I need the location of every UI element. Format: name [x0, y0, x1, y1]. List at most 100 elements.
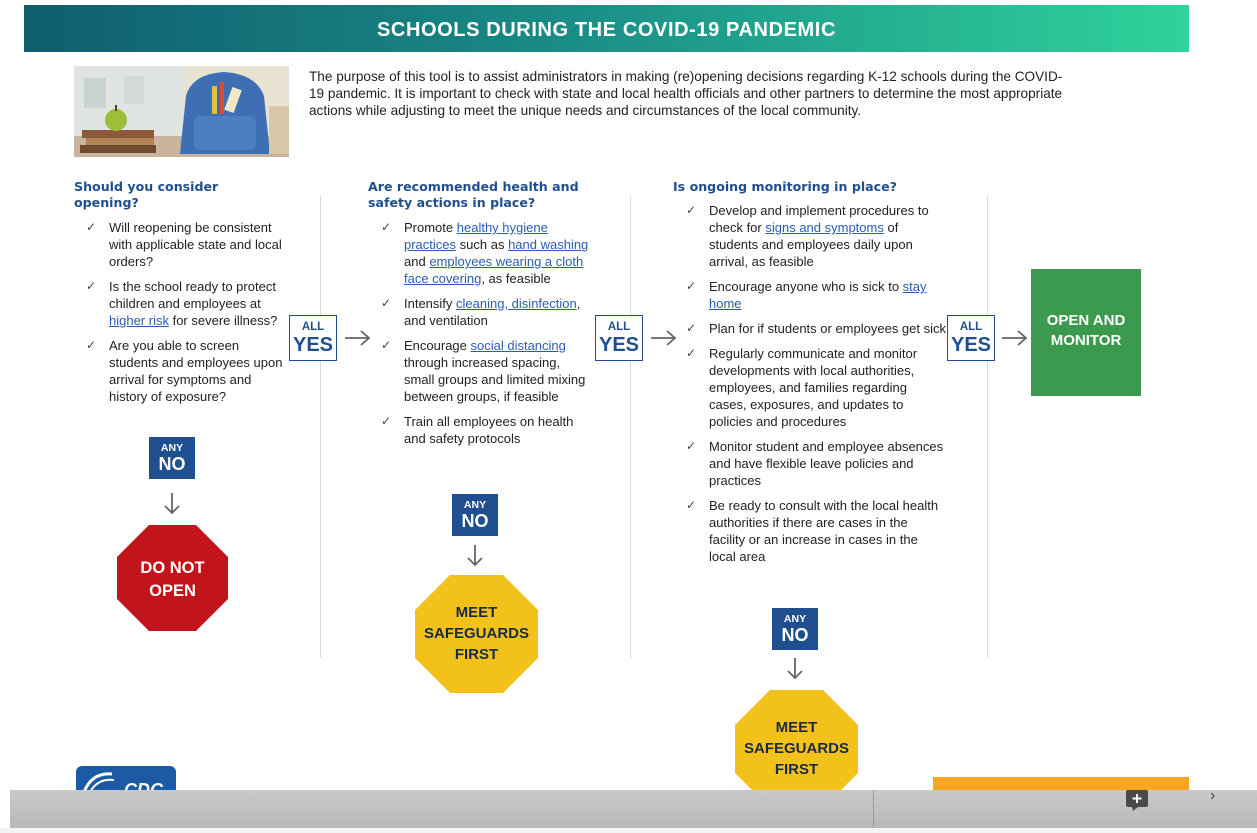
checkmark-icon: ✓ — [686, 279, 697, 293]
resource-link[interactable]: healthy hygiene practices — [404, 220, 548, 252]
checkmark-icon: ✓ — [381, 296, 392, 310]
resource-link[interactable]: signs and symptoms — [765, 220, 884, 235]
column-divider — [987, 196, 988, 658]
all-label: ALL — [301, 321, 325, 333]
all-label: ALL — [607, 321, 631, 333]
resource-link[interactable]: stay home — [709, 279, 927, 311]
all-yes-badge: ALL YES — [595, 315, 643, 361]
checklist-item: ✓ Is the school ready to protect children… — [84, 278, 284, 329]
arrow-down-icon — [787, 658, 803, 680]
checklist-item: ✓ Be ready to consult with the local heal… — [684, 497, 946, 565]
resource-link[interactable]: higher risk — [109, 313, 169, 328]
checklist-item: ✓ Intensify cleaning, disinfection, and v… — [379, 295, 594, 329]
checkmark-icon: ✓ — [86, 220, 97, 234]
first-label: FIRST — [774, 761, 819, 778]
checkmark-icon: ✓ — [86, 279, 97, 293]
first-label: FIRST — [454, 646, 499, 663]
next-page-chevron-icon[interactable]: › — [1210, 787, 1216, 804]
column-1-checklist: ✓ Will reopening be consistent with appli… — [84, 219, 284, 413]
yes-label: YES — [950, 334, 992, 356]
resource-link[interactable]: social distancing — [470, 338, 566, 353]
add-comment-icon[interactable] — [1124, 788, 1152, 812]
item-text: such as — [456, 237, 509, 252]
item-text: Encourage — [404, 338, 471, 353]
any-no-badge: ANY NO — [772, 608, 818, 650]
checklist-item: ✓ Encourage social distancing through inc… — [379, 337, 594, 405]
item-text: Intensify — [404, 296, 457, 311]
safeguards-label: SAFEGUARDS — [423, 625, 529, 642]
arrow-down-icon — [164, 493, 180, 515]
resource-link[interactable]: hand washing — [508, 237, 589, 252]
monitor-label: MONITOR — [1050, 332, 1122, 349]
no-label: NO — [461, 511, 489, 531]
checklist-item: ✓Train all employees on health and safet… — [379, 413, 594, 447]
any-label: ANY — [463, 499, 487, 511]
meet-label: MEET — [775, 719, 818, 736]
checkmark-icon: ✓ — [86, 338, 97, 352]
meet-safeguards-sign: MEET SAFEGUARDS FIRST — [413, 573, 540, 695]
item-text: , and ventilation — [404, 296, 581, 328]
item-text: Will reopening be consistent with applic… — [109, 220, 282, 269]
checkmark-icon: ✓ — [381, 220, 392, 234]
do-not-label: DO NOT — [140, 559, 205, 577]
all-label: ALL — [959, 321, 983, 333]
all-yes-badge: ALL YES — [289, 315, 337, 361]
do-not-open-stop-sign: DO NOT OPEN — [115, 523, 230, 633]
arrow-right-icon — [651, 330, 677, 346]
yes-label: YES — [598, 334, 640, 356]
item-text: Monitor student and employee absences an… — [709, 439, 944, 488]
resource-link[interactable]: cleaning, disinfection — [456, 296, 577, 311]
arrow-right-icon — [345, 330, 371, 346]
open-and-monitor-box: OPEN AND MONITOR — [1031, 269, 1141, 396]
column-divider — [630, 196, 631, 658]
column-divider — [320, 196, 321, 658]
arrow-right-icon — [1002, 330, 1028, 346]
checklist-item: ✓ Are you able to screen students and emp… — [84, 337, 284, 405]
item-text: Plan for if students or employees get si… — [709, 321, 947, 336]
open-label: OPEN — [149, 582, 196, 600]
open-and-label: OPEN AND — [1046, 312, 1126, 329]
any-no-badge: ANY NO — [452, 494, 498, 536]
item-text: through increased spacing, small groups … — [404, 355, 586, 404]
resource-link[interactable]: employees wearing a cloth face covering — [404, 254, 584, 286]
school-supplies-image — [74, 66, 289, 157]
checklist-item: ✓ Will reopening be consistent with appli… — [84, 219, 284, 270]
item-text: Is the school ready to protect children … — [109, 279, 276, 311]
column-1-heading: Should you consider opening? — [74, 179, 219, 210]
column-3-checklist: ✓ Develop and implement procedures to che… — [684, 202, 946, 573]
item-text: Are you able to screen students and empl… — [109, 338, 283, 404]
checklist-item: ✓ Encourage anyone who is sick to stay ho… — [684, 278, 946, 312]
intro-paragraph: The purpose of this tool is to assist ad… — [309, 69, 1063, 118]
item-text: Encourage anyone who is sick to — [709, 279, 903, 294]
item-text: and — [404, 254, 430, 269]
item-text: for severe illness? — [168, 313, 278, 328]
no-label: NO — [158, 454, 186, 474]
any-label: ANY — [783, 613, 807, 625]
safeguards-label: SAFEGUARDS — [743, 740, 849, 757]
item-text: of students and employees daily upon arr… — [709, 220, 913, 269]
checklist-item: ✓Plan for if students or employees get s… — [684, 320, 946, 337]
no-label: NO — [781, 625, 809, 645]
any-no-badge: ANY NO — [149, 437, 195, 479]
item-text: , as feasible — [481, 271, 551, 286]
item-text: Develop and implement procedures to chec… — [709, 203, 929, 235]
column-2-checklist: ✓Promote healthy hygiene practices such … — [379, 219, 594, 455]
checklist-item: ✓Regularly communicate and monitor devel… — [684, 345, 946, 430]
any-label: ANY — [160, 442, 184, 454]
toolbar-divider — [873, 790, 874, 828]
checkmark-icon: ✓ — [381, 338, 392, 352]
column-2-heading: Are recommended health and safety action… — [368, 179, 579, 210]
checkmark-icon: ✓ — [686, 498, 697, 512]
checkmark-icon: ✓ — [381, 414, 392, 428]
item-text: Be ready to consult with the local healt… — [709, 498, 939, 564]
viewer-toolbar — [10, 790, 1257, 828]
yes-label: YES — [292, 334, 334, 356]
column-3-heading: Is ongoing monitoring in place? — [673, 179, 897, 194]
checklist-item: ✓Promote healthy hygiene practices such … — [379, 219, 594, 287]
checkmark-icon: ✓ — [686, 439, 697, 453]
checkmark-icon: ✓ — [686, 346, 697, 360]
title-banner: SCHOOLS DURING THE COVID-19 PANDEMIC — [24, 5, 1189, 52]
checklist-item: ✓ Develop and implement procedures to che… — [684, 202, 946, 270]
checkmark-icon: ✓ — [686, 203, 697, 217]
page-title: SCHOOLS DURING THE COVID-19 PANDEMIC — [376, 19, 837, 41]
